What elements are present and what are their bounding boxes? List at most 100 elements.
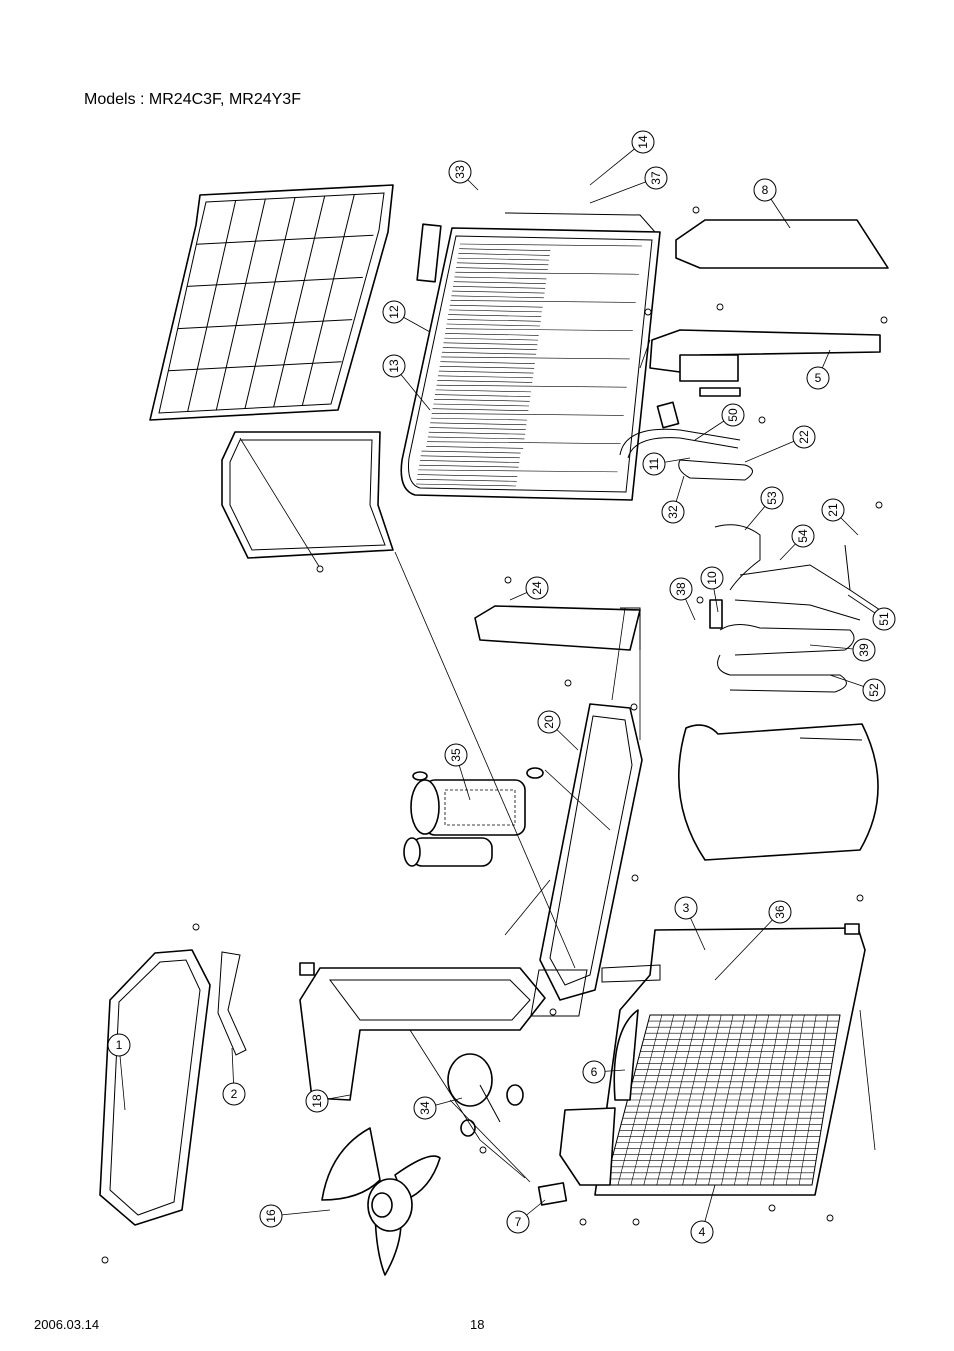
callout-label: 13 (387, 359, 401, 373)
screw-icon (696, 596, 704, 604)
gasket (217, 951, 247, 1056)
page-title: Models : MR24C3F, MR24Y3F (84, 91, 301, 108)
evaporator-coil (400, 212, 661, 501)
callout-label: 5 (815, 371, 822, 385)
callout-label: 6 (591, 1065, 598, 1079)
callout-52: 52 (862, 678, 886, 702)
callout-5: 5 (806, 366, 830, 390)
callout-label: 50 (726, 408, 740, 422)
footer-date: 2006.03.14 (34, 1317, 100, 1332)
callout-label: 24 (530, 581, 544, 595)
callout-37: 37 (644, 166, 668, 190)
callout-label: 37 (649, 171, 663, 185)
screw-icon (716, 303, 724, 311)
callout-label: 36 (773, 905, 787, 919)
callout-10: 10 (700, 566, 724, 590)
callout-54: 54 (791, 524, 815, 548)
front-grille-frame (149, 184, 394, 421)
callout-label: 52 (867, 683, 881, 697)
callout-label: 8 (762, 183, 769, 197)
screw-icon (875, 501, 883, 509)
callout-label: 16 (264, 1209, 278, 1223)
callout-label: 54 (796, 529, 810, 543)
callout-label: 21 (826, 503, 840, 517)
callout-21: 21 (821, 498, 845, 522)
screw-icon (768, 1204, 776, 1212)
screw-icon (826, 1214, 834, 1222)
screw-icon (316, 565, 324, 573)
callout-39: 39 (852, 638, 876, 662)
callout-34: 34 (413, 1096, 437, 1120)
callout-3: 3 (674, 896, 698, 920)
propeller-fan (321, 1127, 441, 1276)
screw-icon (101, 1256, 109, 1264)
callout-label: 32 (666, 505, 680, 519)
callout-18: 18 (305, 1089, 329, 1113)
callout-label: 53 (765, 491, 779, 505)
callout-label: 7 (515, 1215, 522, 1229)
callout-53: 53 (760, 486, 784, 510)
cabinet-cover (677, 723, 879, 861)
callout-label: 12 (387, 305, 401, 319)
fan-motor-bracket (299, 962, 546, 1101)
callout-label: 1 (116, 1038, 123, 1052)
callout-1: 1 (107, 1033, 131, 1057)
screw-icon (479, 1146, 487, 1154)
condenser-cabinet (530, 923, 866, 1196)
screw-icon (549, 1008, 557, 1016)
callout-label: 39 (857, 643, 871, 657)
callout-36: 36 (768, 900, 792, 924)
control-bracket (649, 329, 881, 397)
callout-12: 12 (382, 300, 406, 324)
callout-label: 20 (542, 715, 556, 729)
front-panel (99, 949, 211, 1226)
screw-icon (758, 416, 766, 424)
valve-bracket (474, 605, 641, 651)
callout-leader-37 (589, 177, 657, 204)
screw-icon (856, 894, 864, 902)
piping-lower (709, 524, 881, 693)
callout-35: 35 (444, 743, 468, 767)
screw-icon (579, 1218, 587, 1226)
callout-label: 51 (877, 612, 891, 626)
callout-label: 3 (683, 901, 690, 915)
screw-icon (880, 316, 888, 324)
page-number: 18 (470, 1317, 485, 1332)
louver (537, 1182, 568, 1206)
callout-label: 33 (453, 165, 467, 179)
screw-icon (692, 206, 700, 214)
callout-label: 10 (705, 571, 719, 585)
callout-20: 20 (537, 710, 561, 734)
callout-7: 7 (506, 1210, 530, 1234)
callout-13: 13 (382, 354, 406, 378)
top-cover (675, 219, 889, 269)
assembly-lines (239, 339, 876, 1183)
callout-8: 8 (753, 178, 777, 202)
piping-upper (619, 401, 753, 481)
compressor (403, 767, 544, 867)
callout-label: 34 (418, 1101, 432, 1115)
screw-icon (564, 679, 572, 687)
callout-label: 14 (636, 135, 650, 149)
partition-plate (539, 703, 643, 1001)
callout-24: 24 (525, 576, 549, 600)
screws (101, 206, 888, 1264)
callout-label: 11 (647, 457, 661, 470)
callout-label: 18 (310, 1094, 324, 1108)
screw-icon (631, 874, 639, 882)
callout-leader-36 (714, 911, 781, 981)
screw-icon (504, 576, 512, 584)
side-panel (221, 431, 394, 559)
callout-4: 4 (690, 1220, 714, 1244)
callout-6: 6 (582, 1060, 606, 1084)
callout-label: 35 (449, 748, 463, 762)
callout-2: 2 (222, 1082, 246, 1106)
callout-label: 4 (699, 1225, 706, 1239)
screw-icon (644, 308, 652, 316)
callout-14: 14 (631, 130, 655, 154)
callout-51: 51 (872, 607, 896, 631)
screw-icon (630, 703, 638, 711)
callout-38: 38 (669, 577, 693, 601)
callout-label: 22 (797, 430, 811, 444)
